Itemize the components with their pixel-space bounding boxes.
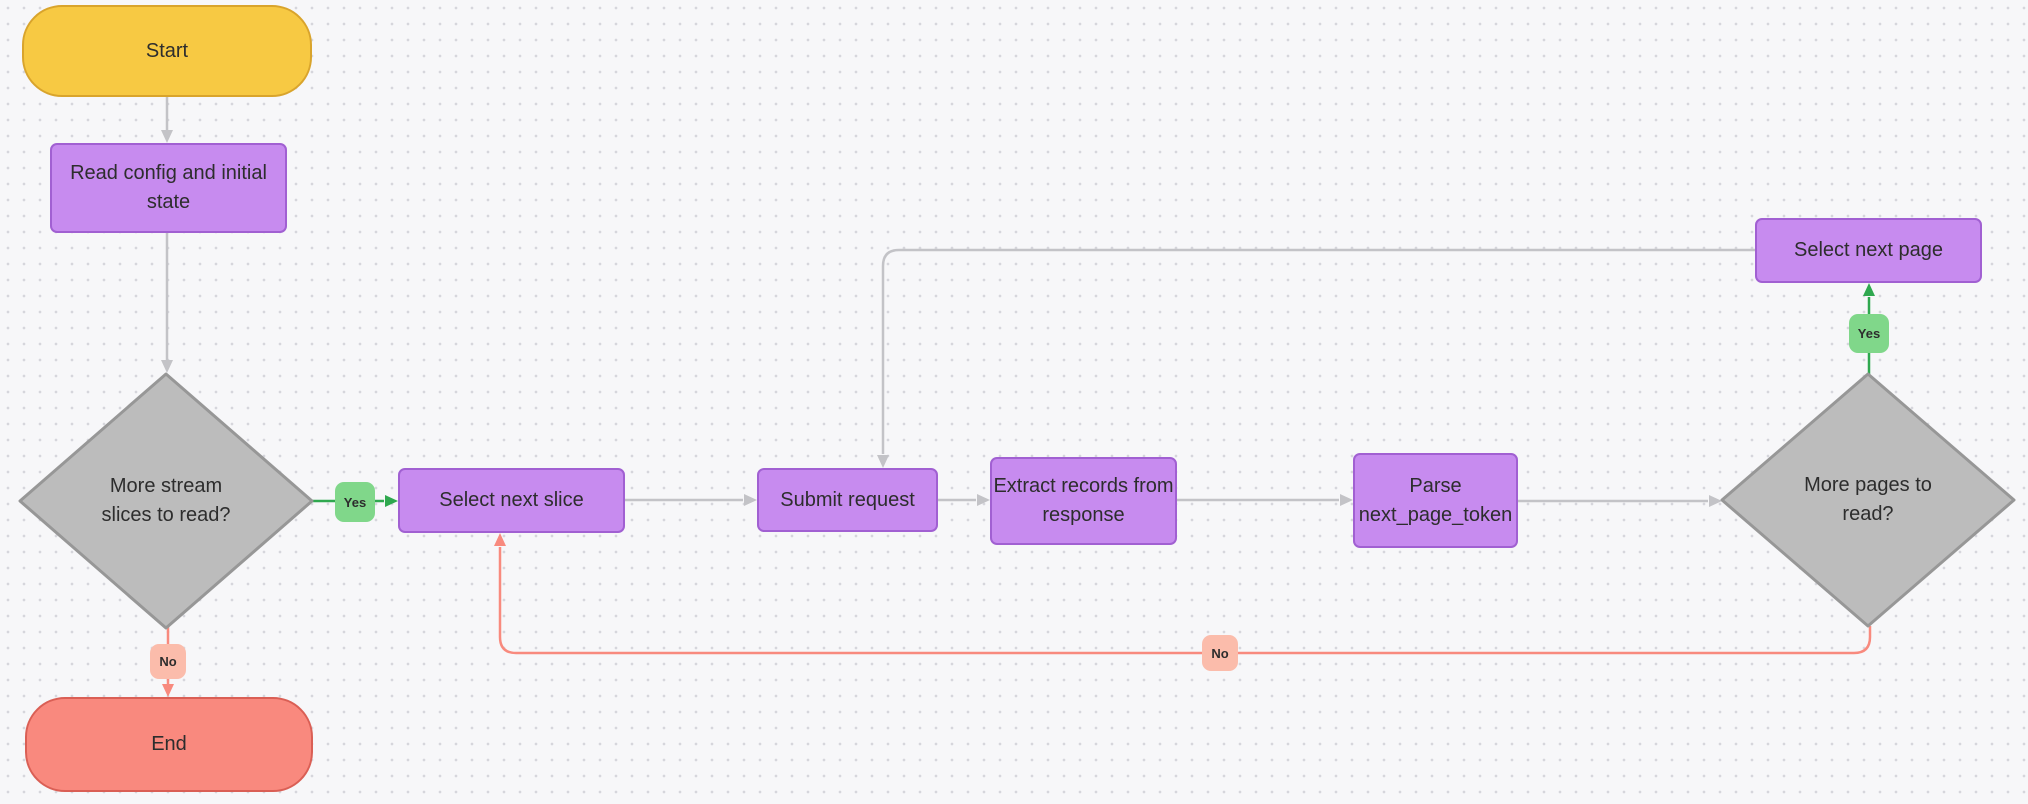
edge-label-yes-slices[interactable]: Yes bbox=[335, 482, 375, 522]
node-select-next-page-label: Select next page bbox=[1794, 239, 1943, 261]
node-parse-token[interactable]: Parse next_page_token bbox=[1353, 453, 1518, 548]
node-more-stream-slices-label: More stream slices to read? bbox=[101, 475, 231, 526]
edge-config-to-slices[interactable] bbox=[161, 233, 173, 373]
edge-extract-to-parse-arrowhead bbox=[1340, 494, 1353, 506]
node-start[interactable]: Start bbox=[22, 5, 312, 97]
node-select-next-page[interactable]: Select next page bbox=[1755, 218, 1982, 283]
edge-slice-to-submit-arrowhead bbox=[744, 494, 757, 506]
edge-page-to-submit[interactable] bbox=[877, 248, 1755, 468]
edge-slices-yes-arrowhead bbox=[385, 495, 398, 507]
node-end[interactable]: End bbox=[25, 697, 313, 792]
node-extract-records[interactable]: Extract records from response bbox=[990, 457, 1177, 545]
edge-start-to-config-arrowhead bbox=[161, 130, 173, 143]
node-more-pages-label: More pages to read? bbox=[1804, 474, 1932, 525]
node-submit-request[interactable]: Submit request bbox=[757, 468, 938, 532]
edge-submit-to-extract[interactable] bbox=[938, 494, 990, 506]
node-select-next-slice[interactable]: Select next slice bbox=[398, 468, 625, 533]
edge-label-yes-pages[interactable]: Yes bbox=[1849, 314, 1889, 353]
edge-pages-yes-arrowhead bbox=[1863, 283, 1875, 296]
edge-config-to-slices-arrowhead bbox=[161, 360, 173, 373]
node-more-pages[interactable] bbox=[1720, 372, 2016, 628]
edge-pages-no-arrowhead bbox=[494, 533, 506, 546]
edge-page-to-submit-arrowhead bbox=[877, 455, 889, 468]
node-read-config[interactable]: Read config and initial state bbox=[50, 143, 287, 233]
node-parse-token-label: Parse next_page_token bbox=[1358, 474, 1513, 526]
edge-pages-no[interactable] bbox=[494, 533, 1872, 655]
edge-parse-to-pages-arrowhead bbox=[1709, 495, 1722, 507]
node-start-label: Start bbox=[145, 39, 189, 62]
edge-slices-no-arrowhead bbox=[162, 684, 174, 697]
node-read-config-label: Read config and initial state bbox=[70, 162, 267, 213]
edge-extract-to-parse[interactable] bbox=[1177, 494, 1353, 506]
node-select-next-slice-label: Select next slice bbox=[439, 489, 584, 511]
node-submit-request-label: Submit request bbox=[780, 488, 915, 511]
edge-slice-to-submit[interactable] bbox=[625, 494, 757, 506]
edge-parse-to-pages[interactable] bbox=[1518, 495, 1722, 507]
edge-submit-to-extract-arrowhead bbox=[977, 494, 990, 506]
node-more-stream-slices[interactable] bbox=[18, 372, 314, 630]
edge-label-no-slices[interactable]: No bbox=[150, 644, 186, 679]
node-extract-records-label: Extract records from response bbox=[993, 475, 1174, 526]
edge-start-to-config[interactable] bbox=[161, 97, 173, 143]
node-end-label: End bbox=[151, 733, 187, 755]
edge-label-no-pages[interactable]: No bbox=[1202, 635, 1238, 671]
